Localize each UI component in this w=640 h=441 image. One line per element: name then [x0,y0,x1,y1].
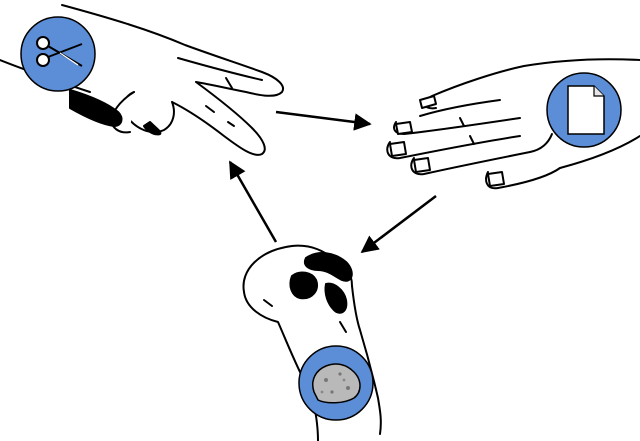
rock-badge [298,345,374,421]
rock-hand [242,244,382,441]
arrow-scissors-to-paper [275,110,372,131]
scissors-badge [20,16,96,92]
paper-badge [546,72,622,148]
paper-sheet-icon [567,85,605,135]
rock-stone-icon [312,363,361,404]
scissors-hand [0,4,284,156]
arrow-rock-to-scissors [228,160,278,243]
arrow-paper-to-rock [360,195,437,254]
paper-hand [386,58,640,190]
scissors-icon [36,36,83,67]
